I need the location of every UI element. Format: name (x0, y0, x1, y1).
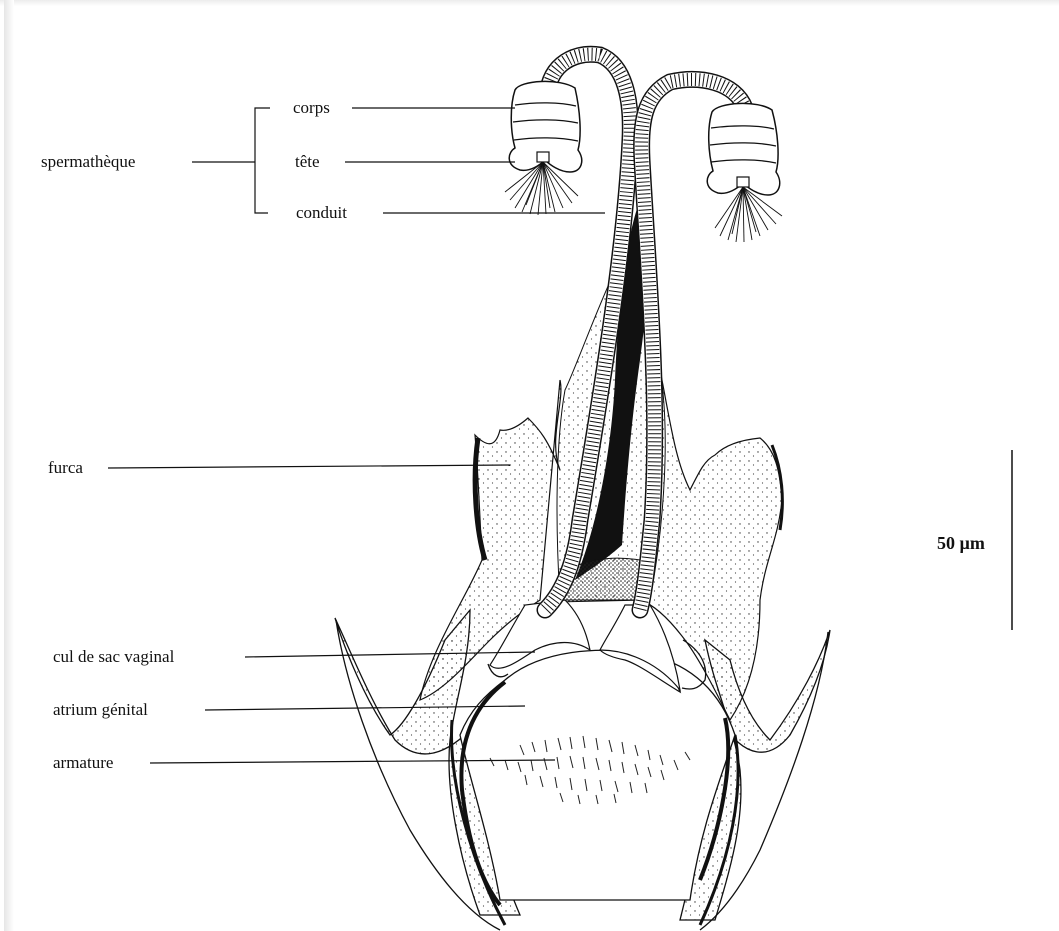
label-cul-de-sac-vaginal: cul de sac vaginal (53, 647, 175, 666)
label-tete: tête (295, 152, 320, 171)
label-spermatheque: spermathèque (41, 152, 135, 171)
label-atrium-genital: atrium génital (53, 700, 148, 719)
label-armature: armature (53, 753, 113, 772)
label-conduit: conduit (296, 203, 347, 222)
right-spermatheca (707, 103, 782, 242)
left-spermatheca (505, 81, 582, 215)
label-corps: corps (293, 98, 330, 117)
scale-bar-label: 50 µm (937, 533, 985, 553)
label-furca: furca (48, 458, 83, 477)
